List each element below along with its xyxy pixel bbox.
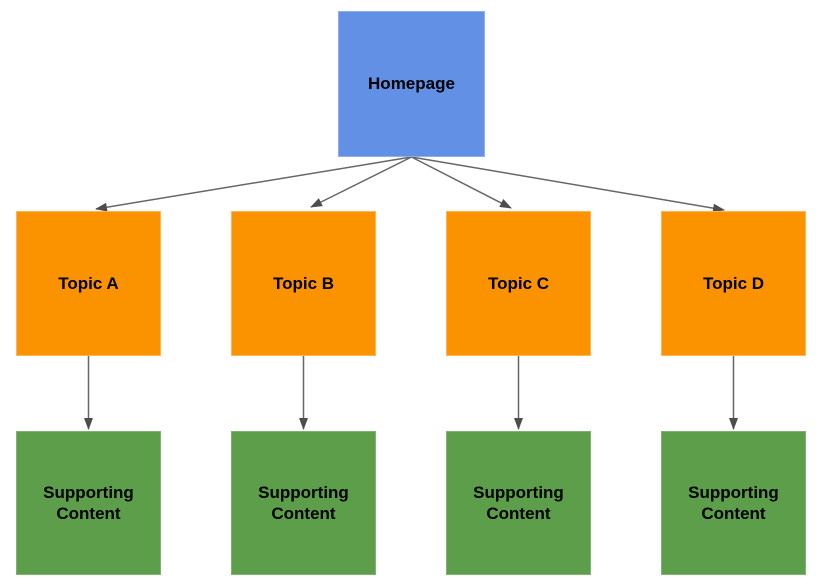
node-supporting-d-label: Supporting Content — [688, 482, 779, 523]
edge-homepage-topic-a — [95, 156, 412, 212]
node-topic-b-label: Topic B — [272, 273, 335, 293]
node-homepage-label: Homepage — [368, 74, 455, 94]
node-supporting-a: Supporting Content — [16, 431, 161, 575]
edge-homepage-topic-c — [411, 156, 512, 209]
node-topic-a-label: Topic A — [58, 273, 119, 293]
node-supporting-c: Supporting Content — [446, 431, 591, 575]
node-topic-c: Topic C — [446, 211, 591, 356]
node-supporting-a-label: Supporting Content — [43, 482, 134, 523]
edge-homepage-topic-b — [310, 156, 412, 208]
node-homepage: Homepage — [338, 11, 485, 157]
node-supporting-d: Supporting Content — [661, 431, 806, 575]
node-supporting-c-label: Supporting Content — [473, 482, 564, 523]
node-supporting-b-label: Supporting Content — [258, 482, 349, 523]
node-supporting-b: Supporting Content — [231, 431, 376, 575]
node-topic-c-label: Topic C — [487, 273, 550, 293]
edge-homepage-topic-d — [411, 156, 725, 213]
node-topic-d-label: Topic D — [702, 273, 765, 293]
node-topic-b: Topic B — [231, 211, 376, 356]
node-topic-a: Topic A — [16, 211, 161, 356]
node-topic-d: Topic D — [661, 211, 806, 356]
